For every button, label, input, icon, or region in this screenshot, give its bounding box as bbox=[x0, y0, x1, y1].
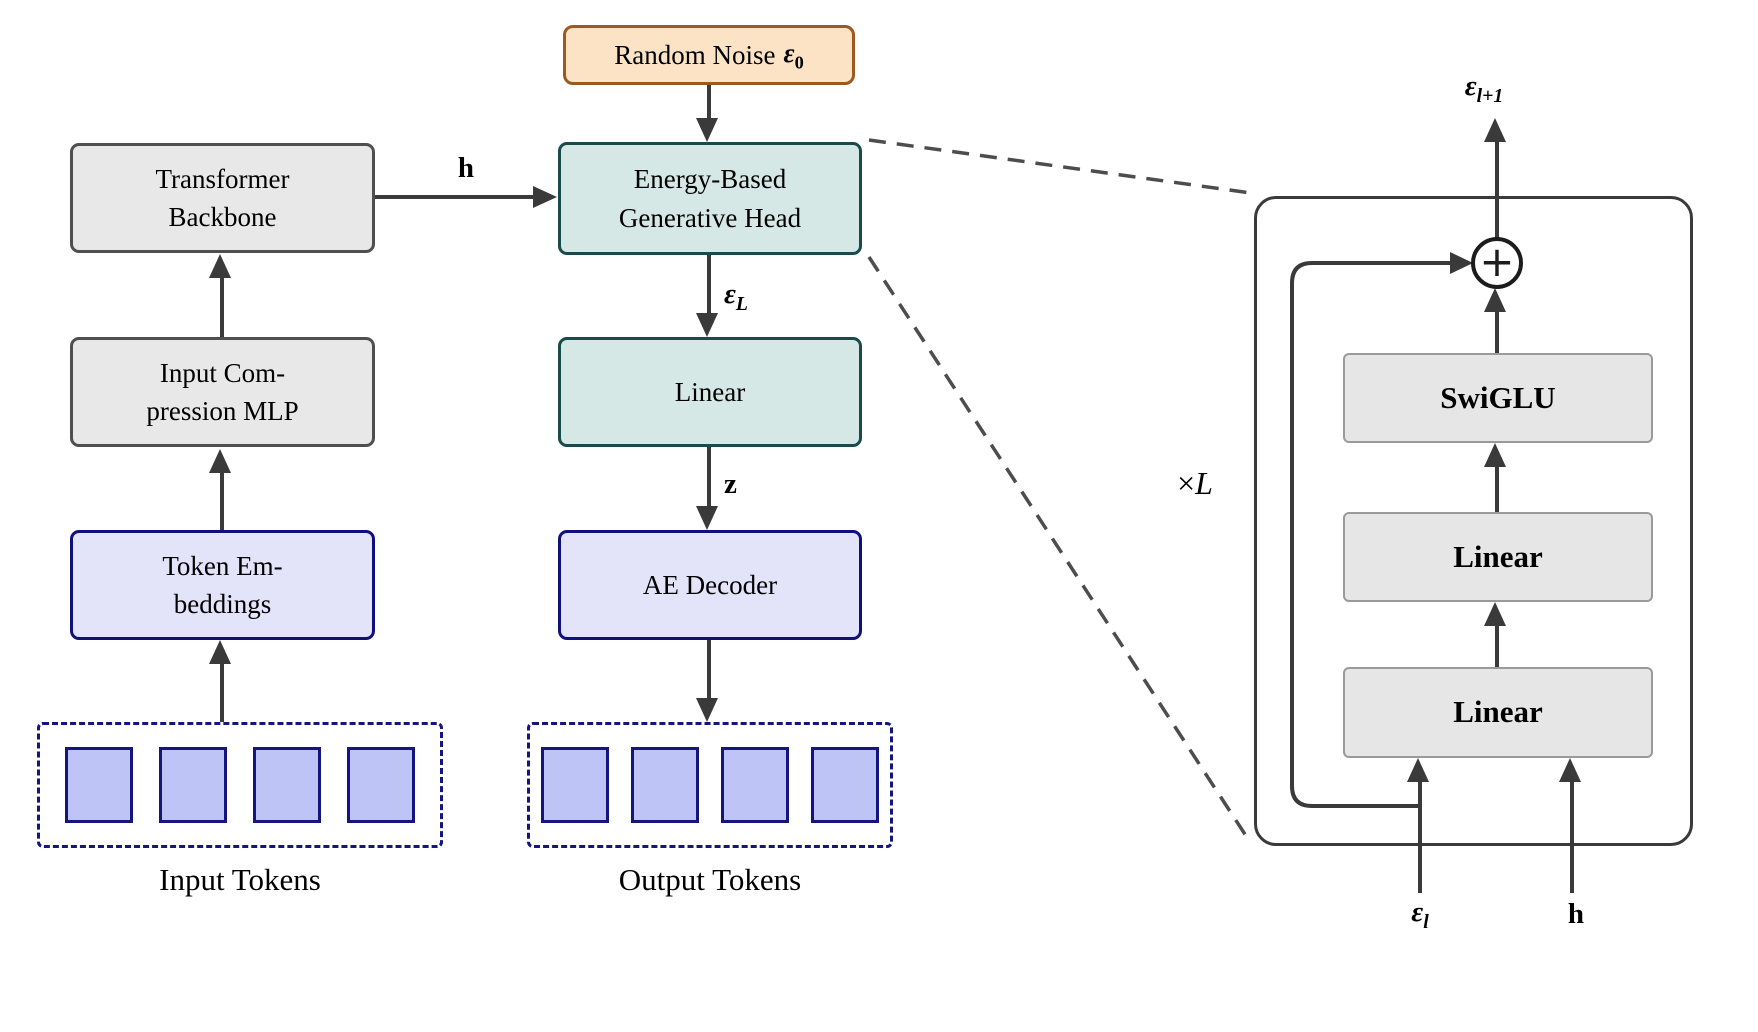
node-linear-lower: Linear bbox=[1343, 667, 1653, 758]
arrow-add-to-output bbox=[1495, 142, 1499, 238]
add-icon: + bbox=[1479, 236, 1515, 286]
arrowhead bbox=[1484, 443, 1506, 467]
arrowhead bbox=[696, 698, 718, 722]
edge-label-h: h bbox=[436, 152, 496, 185]
arrow-tokens-to-embeddings bbox=[220, 664, 224, 722]
arrowhead bbox=[209, 449, 231, 473]
output-token bbox=[811, 747, 879, 823]
caption-output-tokens: Output Tokens bbox=[618, 862, 802, 897]
epsilon-symbol: ε bbox=[1411, 896, 1424, 928]
arrow-backbone-to-head bbox=[375, 195, 533, 199]
arrow-swiglu-to-add bbox=[1495, 312, 1499, 353]
input-token bbox=[159, 747, 227, 823]
arrow-linear-lower-to-upper bbox=[1495, 626, 1499, 667]
node-label: Token Em- bbox=[162, 550, 283, 581]
node-energy-based-generative-head: Energy-Based Generative Head bbox=[558, 142, 862, 255]
arrow-embeddings-to-mlp bbox=[220, 473, 224, 530]
node-label: Random Noise bbox=[614, 39, 776, 70]
node-label: Generative Head bbox=[618, 202, 802, 233]
node-input-compression-mlp: Input Com- pression MLP bbox=[70, 337, 375, 447]
arrowhead bbox=[1559, 758, 1581, 782]
output-token bbox=[541, 747, 609, 823]
node-label: Linear bbox=[674, 376, 746, 407]
arrow-noise-to-head bbox=[707, 85, 711, 118]
node-swiglu: SwiGLU bbox=[1343, 353, 1653, 443]
node-ae-decoder: AE Decoder bbox=[558, 530, 862, 640]
arrowhead bbox=[209, 640, 231, 664]
node-label: Transformer bbox=[155, 163, 290, 194]
node-label: beddings bbox=[173, 589, 272, 619]
arrowhead bbox=[533, 186, 557, 208]
arrowhead bbox=[696, 506, 718, 530]
arrow-decoder-to-tokens bbox=[707, 640, 711, 698]
edge-label-z: z bbox=[724, 468, 737, 501]
generative-head-detail-panel bbox=[1254, 196, 1693, 846]
node-linear-upper: Linear bbox=[1343, 512, 1653, 602]
input-token-strip bbox=[37, 722, 443, 848]
arrow-eps-in bbox=[1418, 782, 1422, 893]
node-linear: Linear bbox=[558, 337, 862, 447]
epsilon-subscript: l+1 bbox=[1476, 84, 1504, 107]
epsilon-subscript: L bbox=[735, 292, 748, 315]
input-token bbox=[65, 747, 133, 823]
epsilon-symbol: ε bbox=[724, 278, 736, 310]
output-token bbox=[721, 747, 789, 823]
zoom-dashed-line-top bbox=[868, 138, 1252, 195]
add-node: + bbox=[1471, 237, 1523, 289]
repeat-times-L-label: ×L bbox=[1135, 465, 1255, 502]
input-token bbox=[253, 747, 321, 823]
label-h-in: h bbox=[1544, 898, 1608, 931]
repeat-count: L bbox=[1195, 465, 1213, 501]
arrowhead bbox=[696, 118, 718, 142]
arrow-linear-to-decoder bbox=[707, 447, 711, 506]
edge-label-eps-L: εL bbox=[724, 278, 748, 316]
arrow-linear-upper-to-swiglu bbox=[1495, 467, 1499, 512]
output-token bbox=[631, 747, 699, 823]
z-symbol: z bbox=[724, 468, 737, 500]
node-transformer-backbone: Transformer Backbone bbox=[70, 143, 375, 253]
zoom-dashed-line-bottom bbox=[867, 256, 1252, 843]
times-symbol: × bbox=[1177, 465, 1196, 501]
arrowhead bbox=[1484, 288, 1506, 312]
arrowhead bbox=[1484, 602, 1506, 626]
epsilon0-symbol: ε0 bbox=[783, 38, 804, 73]
node-label: SwiGLU bbox=[1440, 379, 1556, 415]
arrow-mlp-to-backbone bbox=[220, 278, 224, 337]
node-label: Backbone bbox=[168, 202, 277, 232]
label-eps-l: εl bbox=[1388, 896, 1452, 934]
input-token bbox=[347, 747, 415, 823]
node-token-embeddings: Token Em- beddings bbox=[70, 530, 375, 640]
node-label: pression MLP bbox=[146, 396, 299, 426]
arrowhead bbox=[1407, 758, 1429, 782]
node-label: Linear bbox=[1453, 694, 1543, 730]
h-symbol: h bbox=[1567, 898, 1585, 930]
arrow-h-in bbox=[1570, 782, 1574, 893]
arrowhead bbox=[1484, 118, 1506, 142]
arrowhead bbox=[209, 254, 231, 278]
node-label: Energy-Based bbox=[633, 164, 787, 195]
arrowhead bbox=[696, 313, 718, 337]
epsilon-symbol: ε bbox=[1464, 70, 1477, 102]
node-label: Input Com- bbox=[159, 357, 286, 388]
node-label: AE Decoder bbox=[642, 569, 778, 600]
node-label: Linear bbox=[1453, 538, 1543, 574]
caption-input-tokens: Input Tokens bbox=[159, 862, 321, 897]
arrow-head-to-linear bbox=[707, 255, 711, 313]
epsilon-subscript: l bbox=[1423, 910, 1429, 933]
node-random-noise: Random Noise ε0 bbox=[563, 25, 855, 85]
label-eps-l-plus-1: εl+1 bbox=[1424, 70, 1544, 108]
h-symbol: h bbox=[457, 152, 475, 184]
output-token-strip bbox=[527, 722, 893, 848]
